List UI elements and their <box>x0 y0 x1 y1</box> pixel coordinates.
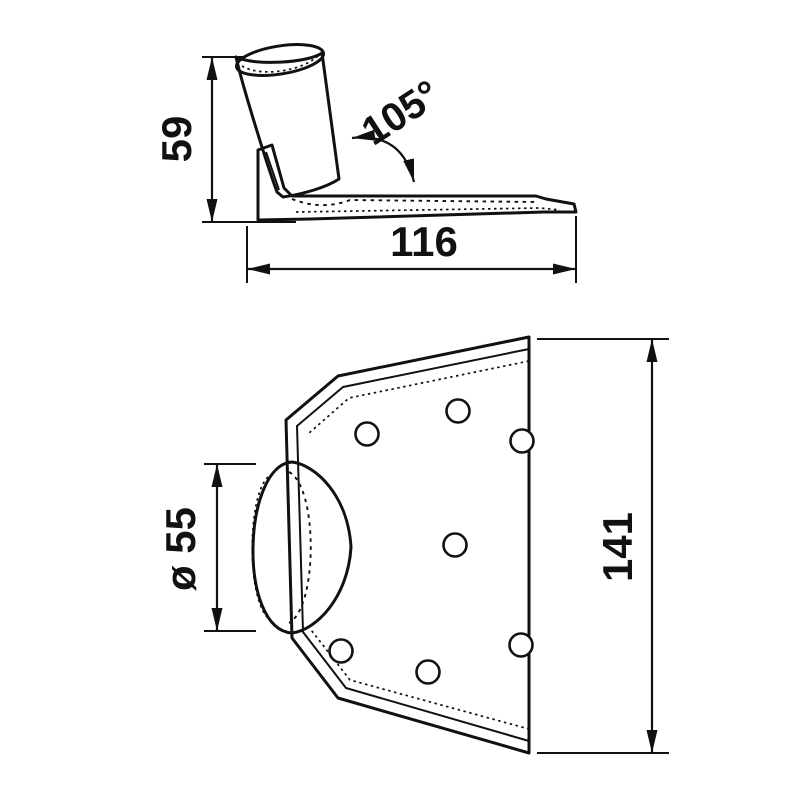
plate-height-label: 141 <box>594 512 641 582</box>
bolt-hole <box>354 421 380 447</box>
hub-front-hidden-line <box>251 476 269 619</box>
bolt-hole <box>509 428 535 454</box>
tube-body <box>234 51 341 199</box>
tube-rim-hidden-line <box>241 55 319 73</box>
dim-side-height: 59 <box>153 56 296 223</box>
plate-outline <box>284 335 531 755</box>
bolt-hole <box>415 659 441 685</box>
plate-inner-line <box>296 348 530 742</box>
flange-inner-line <box>265 151 280 191</box>
bolt-holes <box>328 398 535 685</box>
side-view: 105° 59 116 <box>153 43 578 283</box>
front-view: ø 55 141 <box>157 335 669 755</box>
dim-plate-height: 141 <box>537 338 669 754</box>
plate-hidden-line-bottom <box>307 625 530 730</box>
side-height-label: 59 <box>153 116 200 163</box>
dim-hub-diameter: ø 55 <box>157 463 256 632</box>
hub <box>251 460 353 635</box>
tube-rim <box>234 43 326 77</box>
bolt-hole <box>328 638 354 664</box>
angle-label: 105° <box>354 72 447 154</box>
side-width-label: 116 <box>390 218 458 265</box>
bolt-hole <box>508 632 534 658</box>
bend-hidden-line <box>291 198 537 207</box>
dim-side-width: 116 <box>246 216 577 283</box>
angle-arc <box>351 129 416 183</box>
bolt-hole <box>445 398 471 424</box>
base-plate-profile <box>256 143 578 222</box>
plate-hidden-line-top <box>307 360 530 435</box>
hub-diameter-label: ø 55 <box>157 507 204 591</box>
bolt-hole <box>442 532 468 558</box>
hub-bore-hidden-line <box>288 471 312 624</box>
